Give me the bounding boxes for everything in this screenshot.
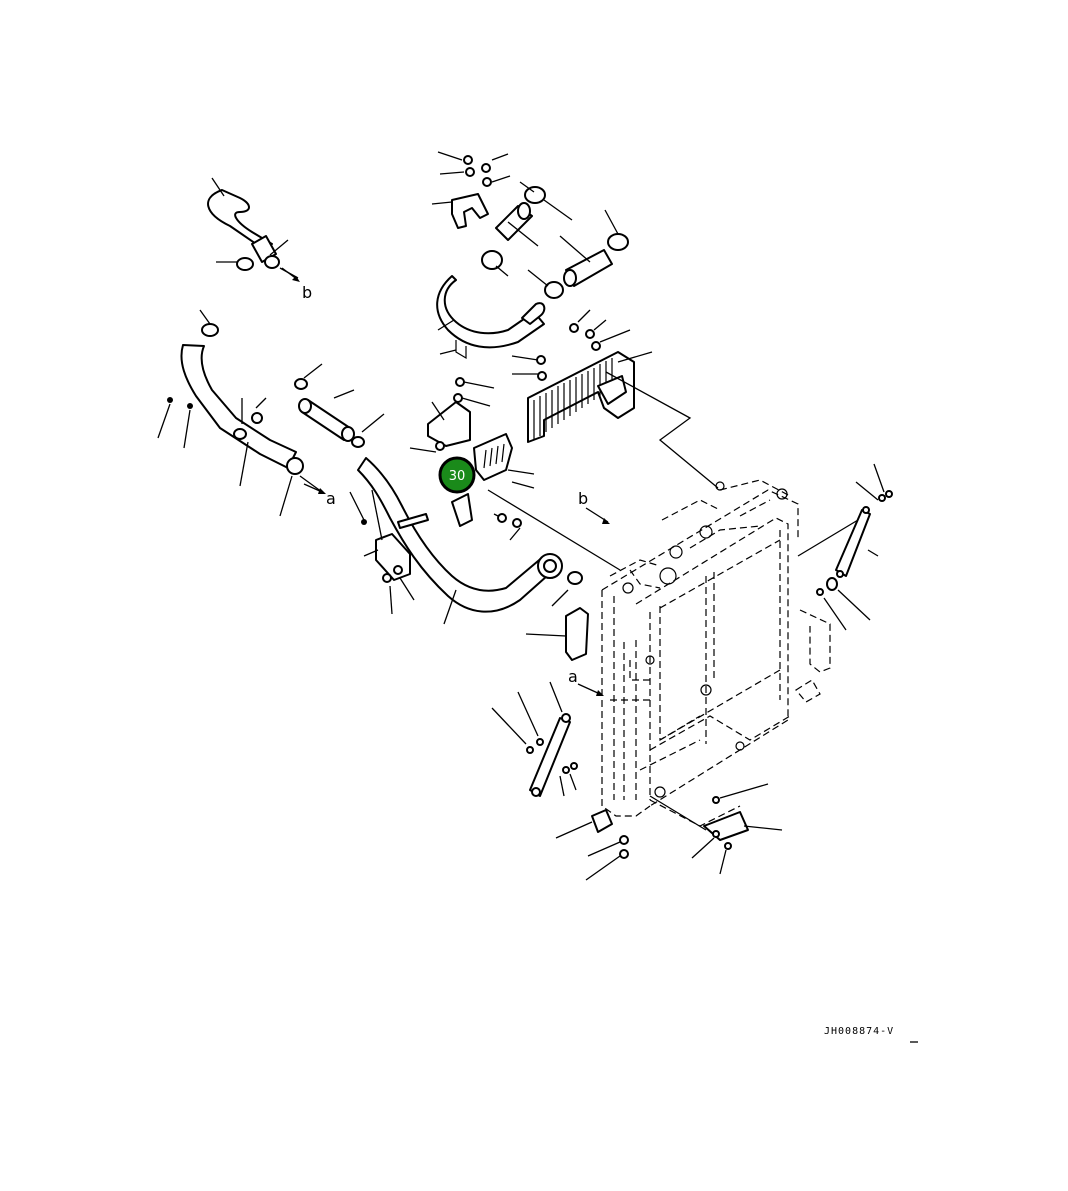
- oil-cooler: [511, 309, 719, 489]
- ref-label-a-lower: a: [568, 667, 578, 686]
- reference-arrows: [281, 267, 610, 696]
- lower-left-stay-rod: [491, 681, 578, 797]
- drawing-code: JH008874-V: [824, 1026, 894, 1037]
- radiator-assembly: [601, 479, 831, 827]
- left-lower-hose: [157, 309, 323, 517]
- main-radiator-hose: [357, 457, 583, 625]
- right-stay-rod: [797, 463, 893, 631]
- callout-30-circle[interactable]: [438, 456, 476, 494]
- upper-center-parts: [431, 151, 629, 360]
- ref-label-b-top: b: [302, 283, 312, 302]
- callout-30[interactable]: 30: [438, 456, 476, 494]
- center-bracket: [409, 377, 621, 571]
- ref-label-b-right: b: [578, 489, 588, 508]
- left-bracket: [349, 489, 415, 615]
- ref-label-a-left: a: [326, 489, 336, 508]
- bottom-parts: [555, 783, 783, 881]
- side-cover: [525, 607, 589, 661]
- upper-left-hose: [207, 177, 299, 279]
- callout-30-label[interactable]: 30: [449, 469, 466, 484]
- short-straight-hose: [294, 363, 385, 448]
